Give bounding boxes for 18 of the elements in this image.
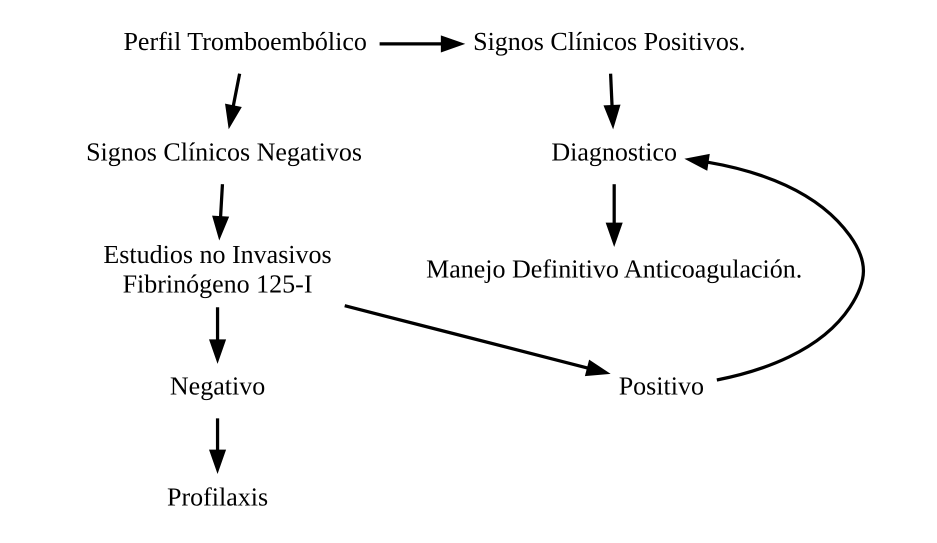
node-text: Perfil Tromboembólico <box>122 27 366 56</box>
arrow <box>379 35 465 52</box>
arrow <box>212 184 229 240</box>
arrow <box>208 418 226 474</box>
arrow <box>224 73 242 130</box>
node-text: Manejo Definitivo Anticoagulación. <box>426 254 802 284</box>
arrow <box>344 304 610 376</box>
node-text: Signos Clínicos Negativos <box>86 138 362 167</box>
node-text: Positivo <box>618 372 704 401</box>
node-text: Signos Clínicos Positivos. <box>472 27 745 56</box>
node-text: Diagnostico <box>550 138 677 167</box>
arrow <box>602 74 620 130</box>
node-text: Negativo <box>169 372 265 401</box>
arrow <box>208 307 226 364</box>
arrow <box>605 184 622 247</box>
node-text: Estudios no Invasivos Fibrinógeno 125-I <box>102 240 332 298</box>
arrow <box>684 154 864 382</box>
node-text: Profilaxis <box>166 482 268 512</box>
